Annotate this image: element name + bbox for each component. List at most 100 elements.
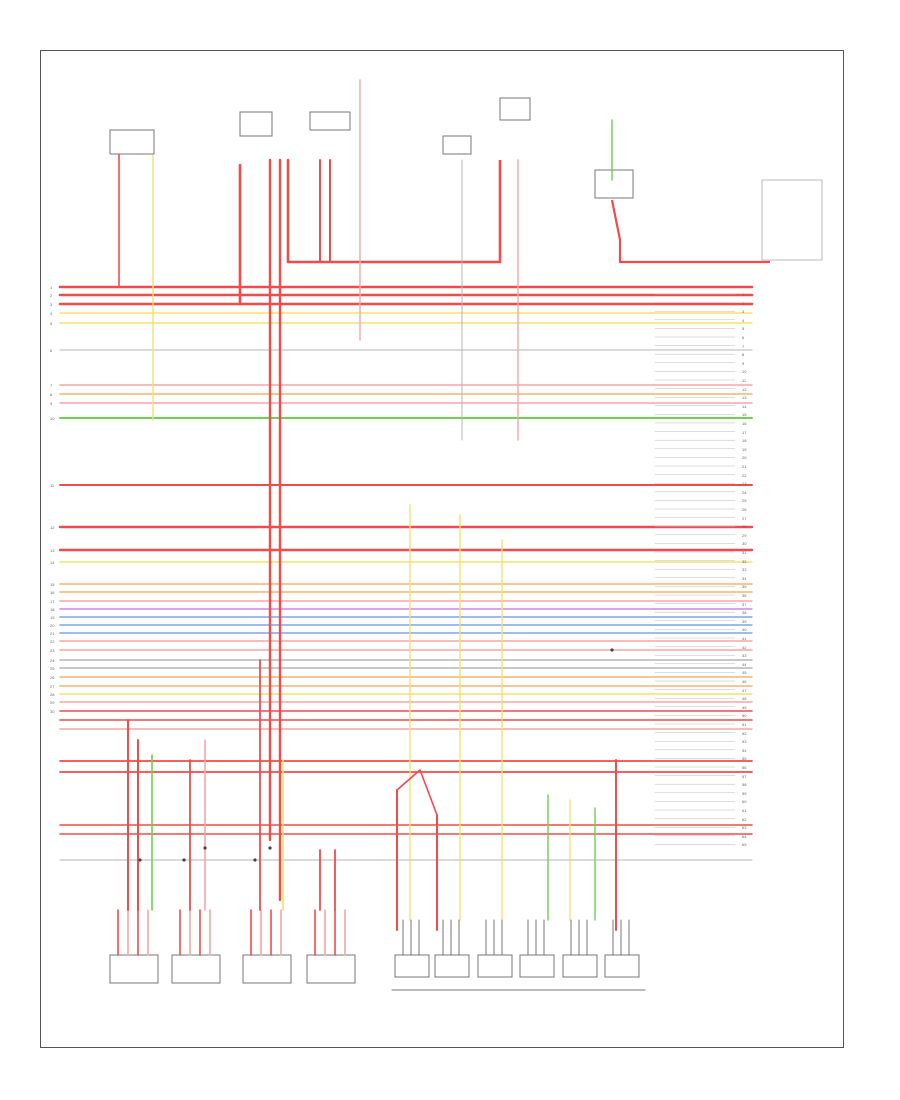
pcm-pin-63: 63: [742, 825, 747, 831]
left-pin-12: 12: [50, 525, 55, 530]
pcm-pin-34: 34: [742, 575, 747, 581]
left-pin-25: 25: [50, 666, 55, 671]
pcm-pin-55: 55: [742, 756, 747, 762]
pcm-pin-23: 23: [742, 481, 747, 487]
pcm-pin-49: 49: [742, 704, 747, 710]
pcm-pin-51: 51: [742, 722, 747, 727]
pcm-pin-1: 1: [742, 292, 745, 297]
left-pin-29: 29: [50, 700, 55, 705]
pcm-pin-10: 10: [742, 369, 747, 375]
pcm-pin-59: 59: [742, 790, 747, 796]
splice-dot-1: [138, 858, 142, 862]
pcm-pin-19: 19: [742, 446, 747, 452]
left-pin-16: 16: [50, 590, 55, 595]
pcm-pin-45: 45: [742, 670, 747, 676]
pcm-pin-20: 20: [742, 455, 747, 461]
ignition-coil-1: [394, 954, 430, 978]
pcm-pin-21: 21: [742, 464, 747, 469]
ignition-coil-2: [434, 954, 470, 978]
pcm-pin-64: 64: [742, 833, 747, 839]
pcm-pin-65: 65: [742, 842, 747, 848]
left-pin-18: 18: [50, 607, 55, 612]
pcm-pin-58: 58: [742, 782, 747, 788]
top-component-4: [442, 135, 472, 155]
pcm-pin-5: 5: [742, 326, 745, 332]
splice-dot-3: [203, 846, 207, 850]
left-pin-24: 24: [50, 658, 55, 663]
pcm-pin-24: 24: [742, 489, 747, 495]
left-pin-9: 9: [50, 401, 53, 406]
left-pin-23: 23: [50, 648, 55, 653]
pcm-pin-35: 35: [742, 584, 747, 590]
pcm-pin-38: 38: [742, 610, 747, 616]
pcm-pin-3: 3: [742, 309, 745, 315]
pcm-pin-13: 13: [742, 395, 747, 401]
left-pin-8: 8: [50, 392, 53, 397]
diagram-frame: [40, 50, 844, 1048]
pcm-pin-36: 36: [742, 593, 747, 598]
splice-dot-4: [253, 858, 257, 862]
pcm-pin-15: 15: [742, 412, 747, 418]
left-pin-11: 11: [50, 483, 55, 488]
pcm-pin-40: 40: [742, 627, 747, 633]
top-component-2: [239, 111, 273, 137]
left-pin-26: 26: [50, 675, 55, 680]
left-pin-13: 13: [50, 548, 55, 553]
pcm-pin-17: 17: [742, 429, 747, 435]
injector-connector-2: [171, 954, 221, 984]
left-pin-1: 1: [50, 285, 53, 290]
pcm-pin-14: 14: [742, 403, 747, 409]
pcm-pin-26: 26: [742, 507, 747, 512]
pcm-pin-41: 41: [742, 636, 747, 641]
splice-dot-2: [182, 858, 186, 862]
ignition-coil-5: [562, 954, 598, 978]
pcm-pin-9: 9: [742, 360, 745, 366]
injector-connector-4: [306, 954, 356, 984]
splice-dot-5: [268, 846, 272, 850]
pcm-pin-44: 44: [742, 661, 747, 667]
left-pin-7: 7: [50, 383, 53, 388]
pcm-pin-33: 33: [742, 567, 747, 573]
pcm-pin-6: 6: [742, 335, 745, 340]
pcm-pin-54: 54: [742, 747, 747, 753]
pcm-pin-56: 56: [742, 765, 747, 770]
pcm-pin-29: 29: [742, 532, 747, 538]
pcm-pin-50: 50: [742, 713, 747, 719]
injector-connector-1: [109, 954, 159, 984]
injector-connector-3: [242, 954, 292, 984]
pcm-pin-39: 39: [742, 618, 747, 624]
relay-output-wire: [610, 199, 770, 264]
left-pin-4: 4: [50, 311, 53, 316]
left-pin-15: 15: [50, 582, 55, 587]
pcm-pin-2: 2: [742, 300, 745, 306]
left-pin-5: 5: [50, 321, 53, 326]
fuse-loop-wire: [288, 160, 502, 264]
pcm-pin-61: 61: [742, 808, 747, 813]
left-pin-10: 10: [50, 416, 55, 421]
pcm-pin-8: 8: [742, 352, 745, 358]
left-pin-30: 30: [50, 709, 55, 714]
pcm-pin-62: 62: [742, 816, 747, 822]
pcm-pin-57: 57: [742, 773, 747, 779]
ignition-coil-4: [519, 954, 555, 978]
pcm-pin-30: 30: [742, 541, 747, 547]
pcm-pin-46: 46: [742, 679, 747, 684]
pcm-pin-52: 52: [742, 730, 747, 736]
pcm-pin-32: 32: [742, 558, 747, 564]
left-pin-14: 14: [50, 560, 55, 565]
pcm-pin-22: 22: [742, 472, 747, 478]
left-pin-27: 27: [50, 684, 55, 689]
left-pin-20: 20: [50, 623, 55, 628]
pcm-pin-31: 31: [742, 550, 747, 555]
pcm-pin-11: 11: [742, 378, 747, 383]
left-pin-19: 19: [50, 615, 55, 620]
left-pin-22: 22: [50, 639, 55, 644]
ignition-coil-6: [604, 954, 640, 978]
gauge-component: [761, 179, 823, 261]
pcm-pin-4: 4: [742, 317, 745, 323]
pcm-pin-60: 60: [742, 799, 747, 805]
pcm-pin-25: 25: [742, 498, 747, 504]
left-pin-3: 3: [50, 302, 53, 307]
left-pin-6: 6: [50, 348, 53, 353]
